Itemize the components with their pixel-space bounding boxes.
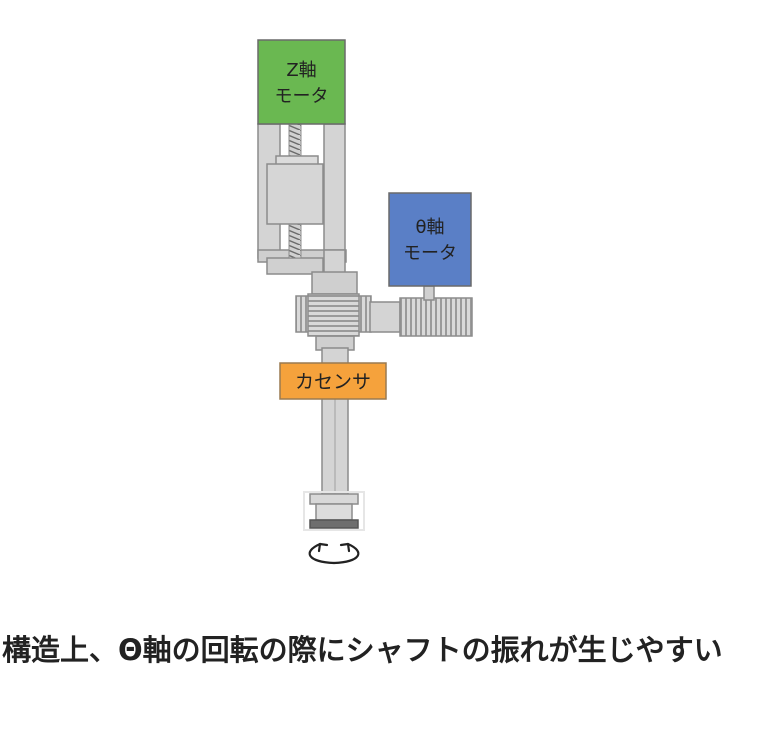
force-sensor: カセンサ [279,362,387,400]
z-motor-label-line1: Z軸 [286,60,316,81]
mechanism-diagram: Z軸 モータ θ軸 モータ カセンサ [257,39,473,565]
z-motor-label-line2: モータ [275,86,329,107]
z-axis-motor: Z軸 モータ [257,39,346,125]
end-effector [303,491,365,531]
rotation-arrows-icon [308,542,360,565]
z-axis-frame [257,123,347,275]
theta-coupling [369,285,473,337]
theta-motor-label-line2: モータ [403,243,457,264]
worm-wheel [295,293,372,337]
z-axis-slider [266,155,324,225]
z-motor-body [257,39,346,125]
diagram-caption: 構造上、Θ軸の回転の際にシャフトの振れが生じやすい [2,633,723,667]
theta-motor-body [388,192,472,287]
force-sensor-body [279,362,387,400]
theta-axis-motor: θ軸 モータ [388,192,472,287]
theta-motor-label-line1: θ軸 [415,217,444,238]
force-sensor-label: カセンサ [295,371,371,393]
main-shaft [311,249,358,495]
